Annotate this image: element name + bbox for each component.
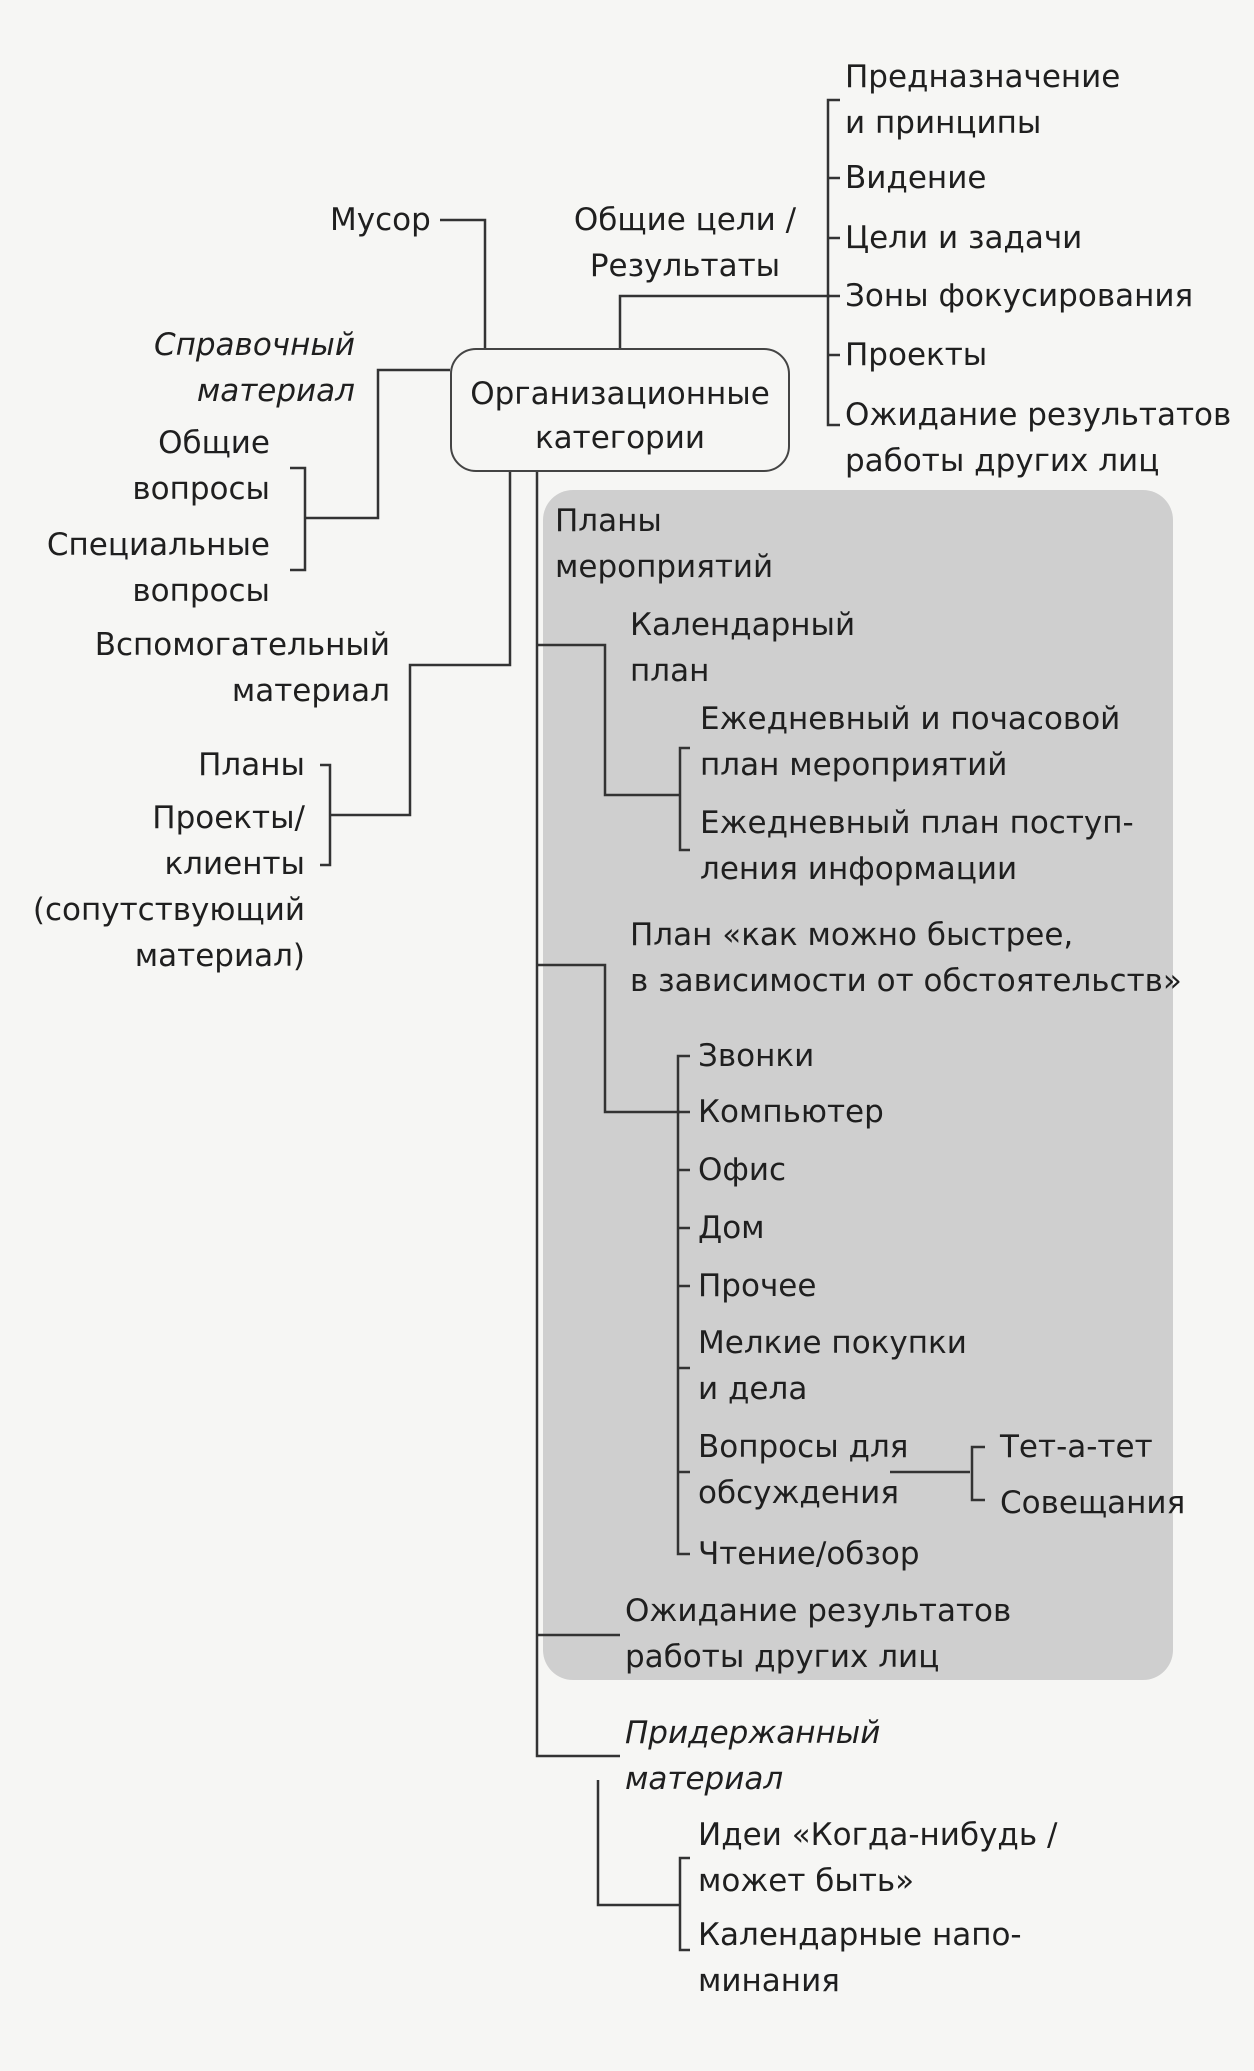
context-item: Прочее — [698, 1268, 817, 1304]
bracket-calendar-items — [678, 746, 690, 852]
asap-label: План «как можно быстрее, в зависимости о… — [630, 917, 1182, 999]
support-plans-label: Планы — [198, 747, 305, 783]
context-item: Чтение/обзор — [698, 1536, 920, 1572]
context-item: Вопросы для обсуждения — [698, 1429, 909, 1511]
connector-asap — [537, 963, 680, 1114]
waiting-label: Ожидание результатов работы других лиц — [625, 1593, 1012, 1675]
support-label: Вспомогательный материал — [94, 627, 390, 709]
connector-reference — [305, 368, 450, 520]
bracket-contexts — [676, 1054, 690, 1556]
connector-calendar — [537, 643, 680, 797]
reference-label: Справочный материал — [153, 327, 355, 409]
center-node — [450, 348, 790, 472]
goal-item: Проекты — [845, 337, 988, 373]
calendar-daily-hourly: Ежедневный и почасовой план мероприятий — [700, 701, 1121, 783]
context-item: Дом — [698, 1210, 765, 1246]
center-label: Организационные категории — [470, 376, 770, 456]
goal-item: Ожидание результатов работы других лиц — [845, 397, 1232, 479]
incubated-label: Придержанный материал — [625, 1715, 881, 1797]
discussion-item: Совещания — [1000, 1485, 1186, 1521]
bracket-support-items — [320, 763, 332, 867]
incubated-item: Идеи «Когда-нибудь / может быть» — [698, 1817, 1058, 1899]
action-plans-label: Планы мероприятий — [555, 503, 774, 585]
goal-item: Зоны фокусирования — [845, 278, 1194, 314]
connector-trash — [440, 218, 487, 348]
goal-item: Видение — [845, 160, 987, 196]
action-plans-panel — [543, 490, 1173, 1680]
goal-item: Предназначение и принципы — [845, 59, 1121, 141]
trash-label: Мусор — [330, 202, 431, 238]
goal-item: Цели и задачи — [845, 220, 1083, 256]
context-item: Компьютер — [698, 1094, 884, 1130]
context-item: Офис — [698, 1152, 787, 1188]
bracket-goals-items — [826, 98, 840, 427]
bracket-reference-topics — [290, 466, 307, 572]
bracket-discussion-items — [970, 1445, 985, 1502]
context-item: Звонки — [698, 1038, 815, 1074]
bracket-incubated-items — [678, 1856, 690, 1952]
special-topics-label: Специальные вопросы — [46, 527, 270, 609]
connector-goals — [618, 294, 830, 348]
connector-incubated — [596, 1780, 680, 1907]
context-item: Мелкие покупки и дела — [698, 1325, 967, 1407]
incubated-item: Календарные напо- минания — [698, 1917, 1022, 1999]
goals-label: Общие цели / Результаты — [573, 202, 797, 284]
calendar-daily-info: Ежедневный план поступ- ления информации — [700, 805, 1134, 887]
calendar-label: Календарный план — [630, 607, 856, 689]
general-topics-label: Общие вопросы — [132, 425, 270, 507]
connector-support — [330, 472, 512, 817]
support-projects-label: Проекты/клиенты (сопутствующий материал) — [32, 800, 305, 974]
connector-main-vertical — [535, 472, 620, 1758]
discussion-item: Тет-а-тет — [1000, 1429, 1153, 1465]
